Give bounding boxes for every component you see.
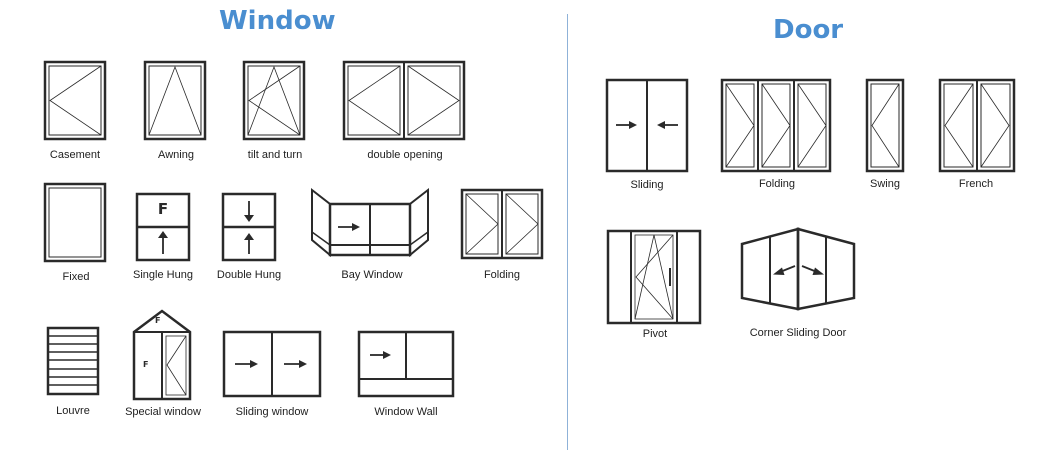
single-hung-label: Single Hung <box>133 269 193 281</box>
window-wall-label: Window Wall <box>374 406 438 418</box>
bay-window-label: Bay Window <box>341 269 403 281</box>
fixed-pane-letter: F <box>157 200 169 218</box>
special-side-fixed-letter: F <box>143 360 149 369</box>
sliding-door-label: Sliding <box>630 179 664 191</box>
fixed-label: Fixed <box>62 271 90 283</box>
awning-label: Awning <box>158 149 194 161</box>
folding-door-label: Folding <box>758 178 796 190</box>
louvre-label: Louvre <box>56 405 90 417</box>
double-opening-label: double opening <box>367 149 443 161</box>
section-divider <box>567 14 568 450</box>
pivot-door-label: Pivot <box>642 328 668 340</box>
tilt-and-turn-label: tilt and turn <box>247 149 303 161</box>
folding-window-label: Folding <box>483 269 521 281</box>
window-section-title: Window <box>219 6 336 36</box>
special-top-fixed-letter: F <box>155 316 161 325</box>
special-window-label: Special window <box>125 406 201 418</box>
casement-label: Casement <box>49 149 101 161</box>
door-section-title: Door <box>773 15 844 45</box>
swing-door-label: Swing <box>870 178 900 190</box>
french-door-label: French <box>958 178 994 190</box>
corner-sliding-door-label: Corner Sliding Door <box>749 327 847 339</box>
sliding-window-label: Sliding window <box>235 406 309 418</box>
double-hung-label: Double Hung <box>216 269 282 281</box>
